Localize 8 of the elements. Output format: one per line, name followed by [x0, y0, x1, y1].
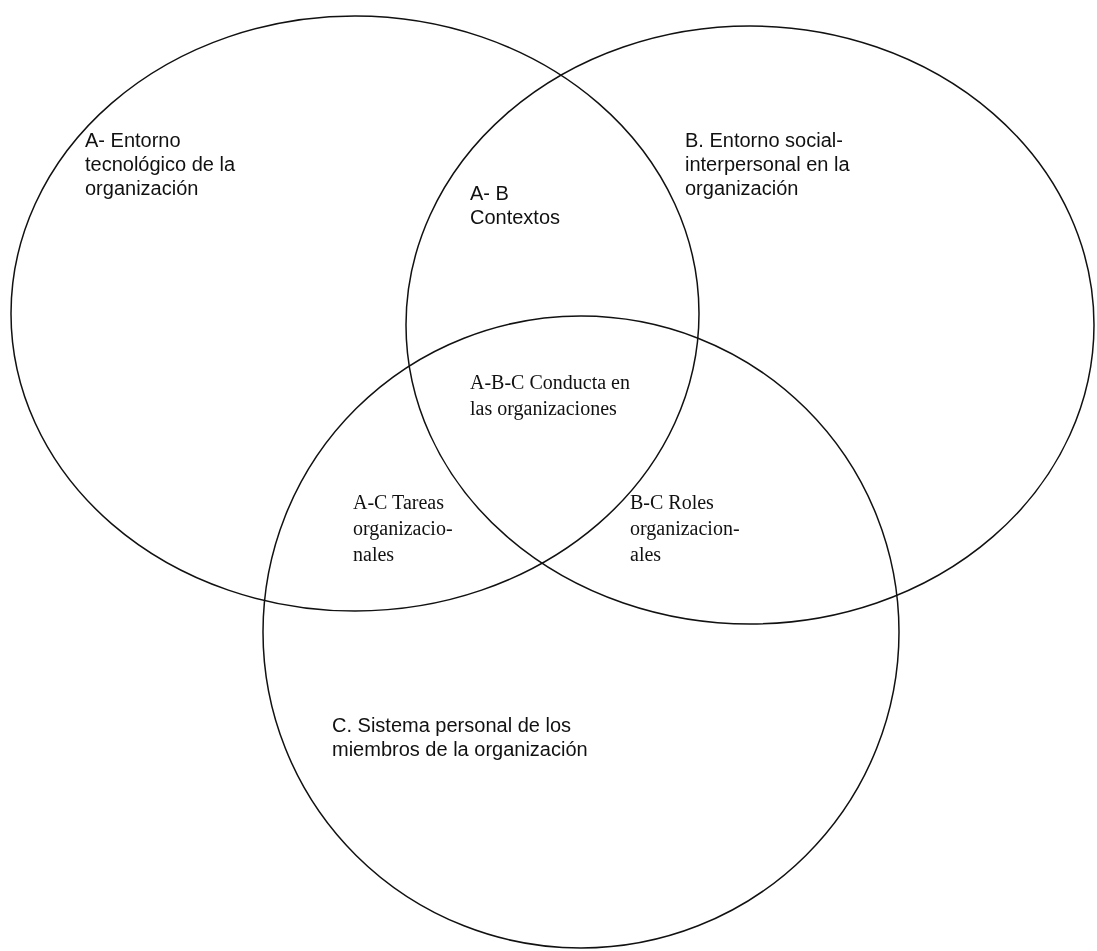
overlap-label: A- B Contextos	[470, 181, 562, 229]
circle-label: A- Entorno tecnológico de la organización	[85, 128, 237, 200]
overlap-label: A-C Tareas organizacio-nales	[353, 490, 454, 567]
venn-circle	[262, 315, 900, 949]
overlap-label: A-B-C Conducta en las organizaciones	[470, 370, 631, 421]
overlap-label: B-C Roles organizacion-ales	[630, 490, 741, 567]
circle-label: C. Sistema personal de los miembros de la organización	[332, 713, 589, 761]
circle-label: B. Entorno social-interpersonal en la organización	[685, 128, 851, 200]
